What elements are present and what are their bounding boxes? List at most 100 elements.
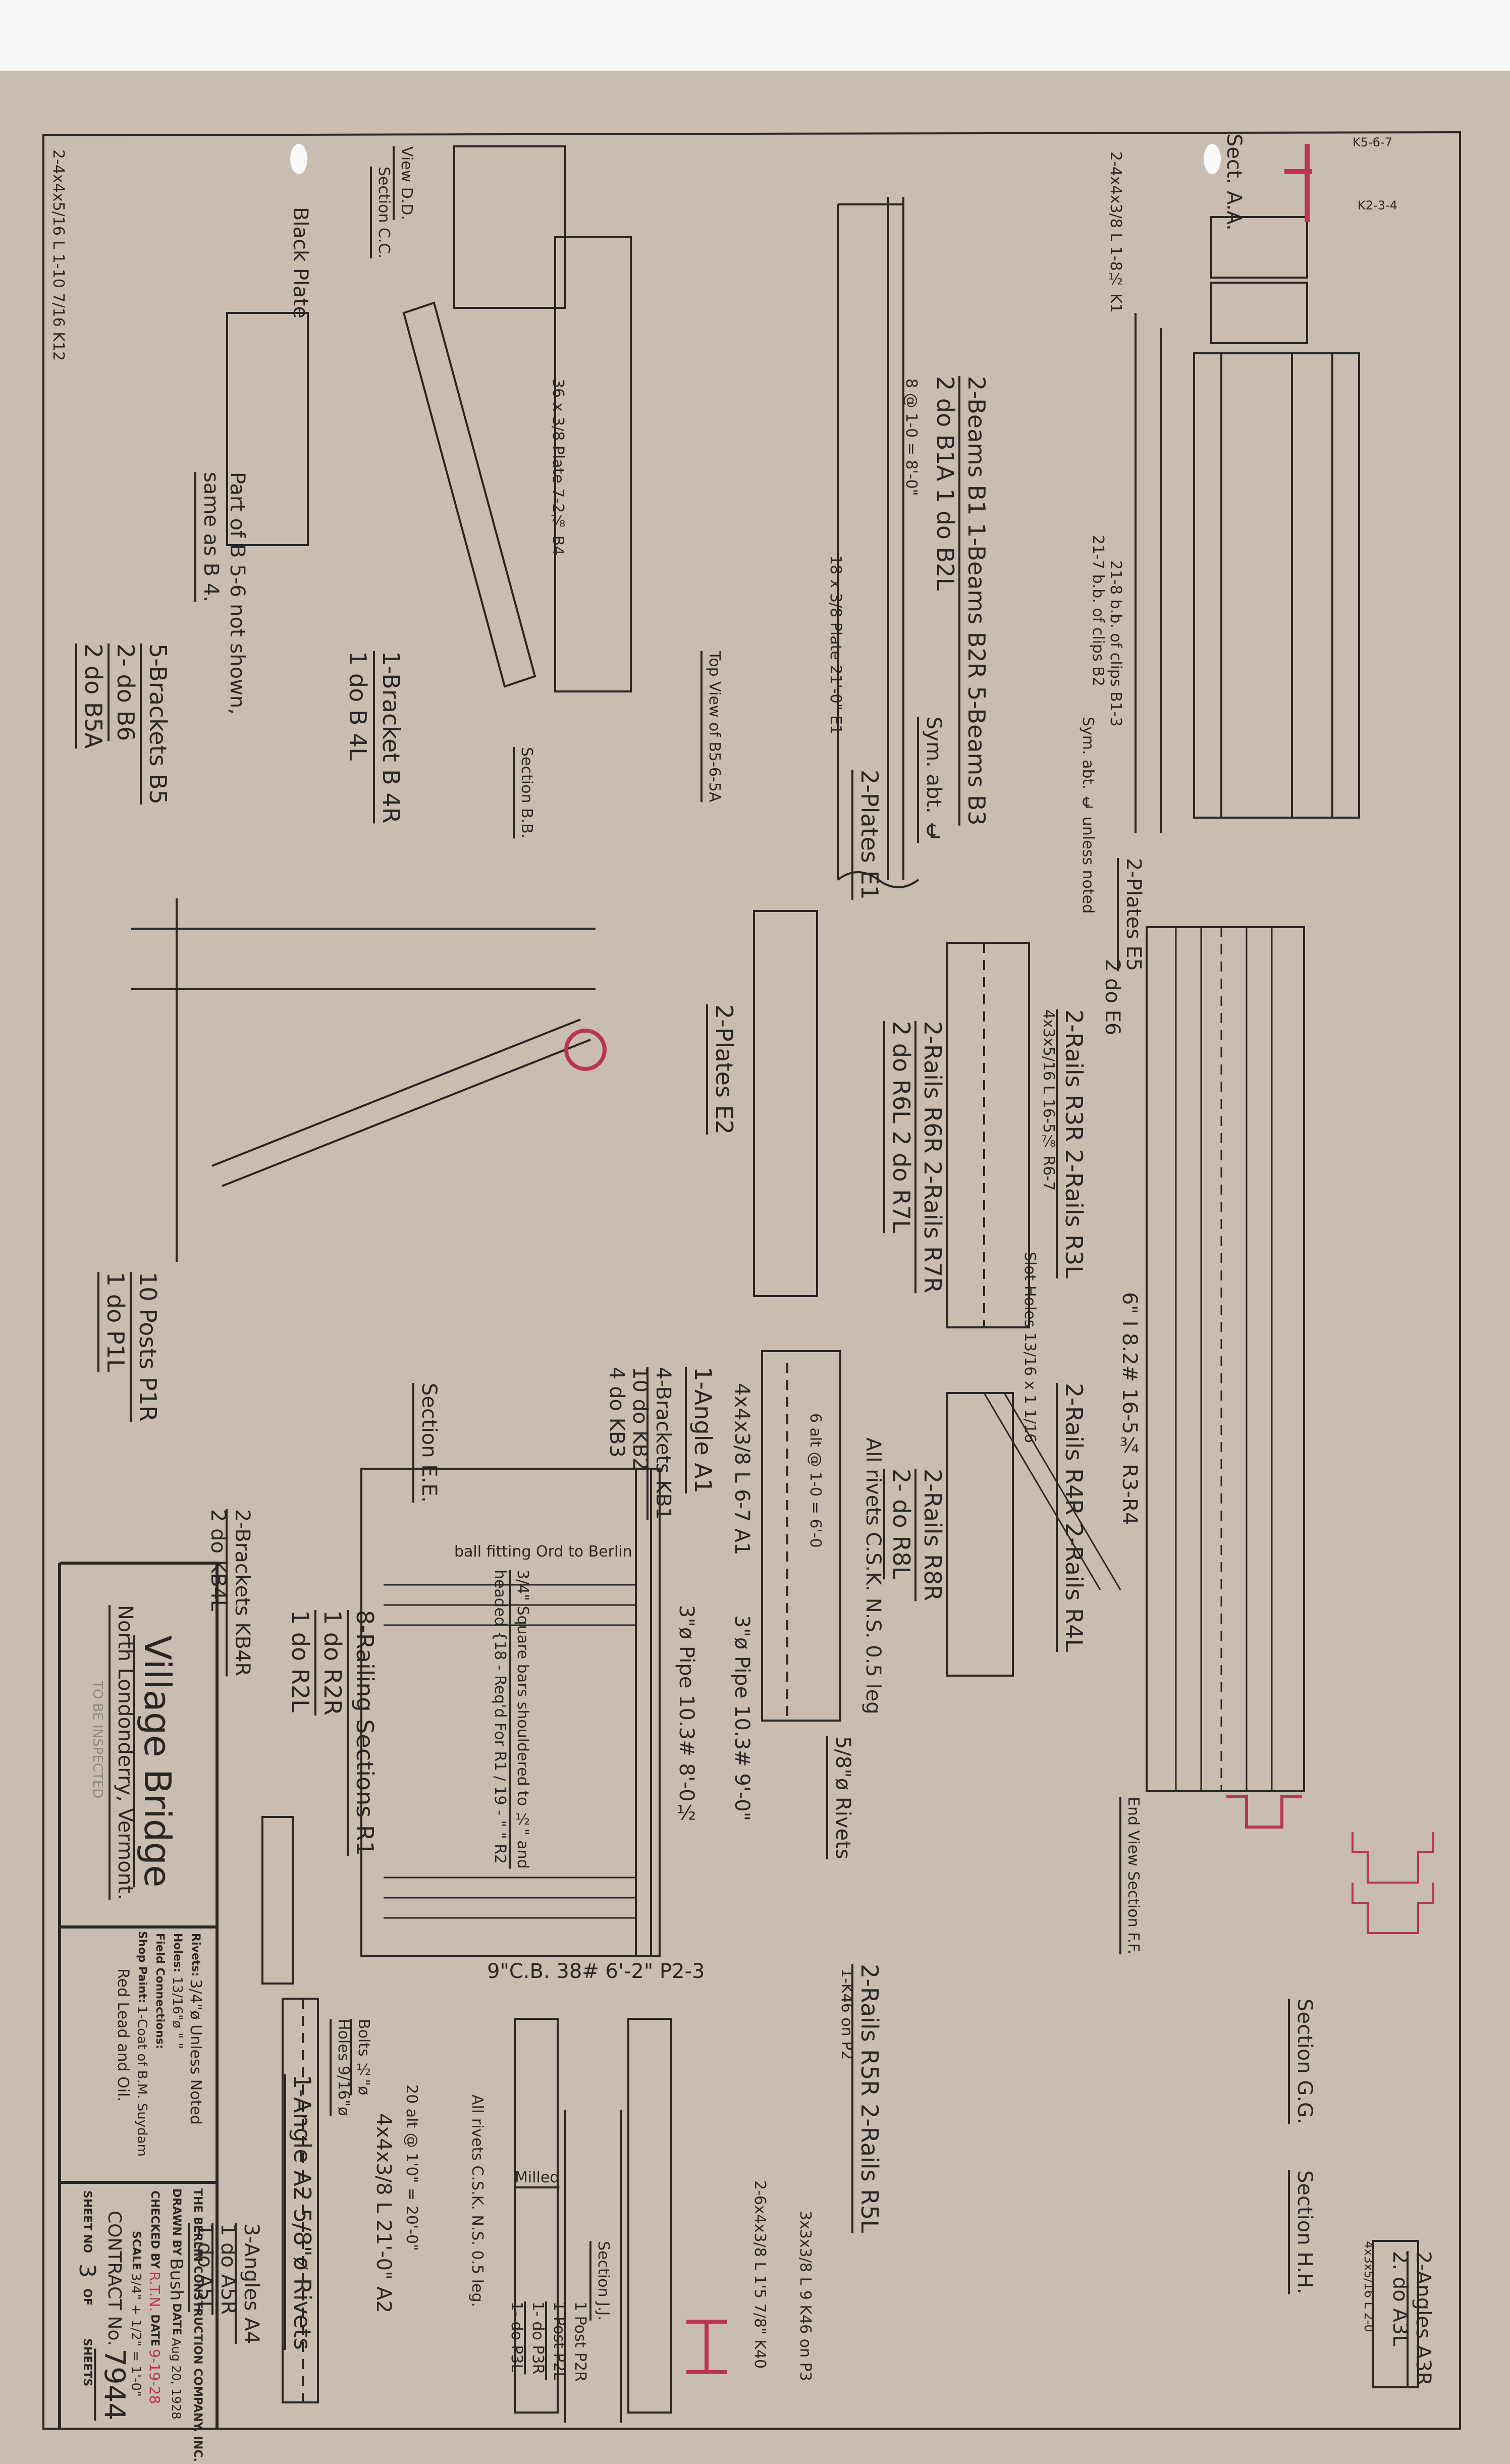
view-dd-label: View D.D. [398,146,415,221]
rail-r6-r7-drawing [946,942,1030,1328]
post-p1-drawing [131,898,607,1262]
plate-b4-spec: 36 x 3/8 Plate 7-2⅞ B4 [549,379,567,556]
beam-plan-drawing [1135,313,1360,833]
k12-spec: 2-4x4x5/16 L 1-10 7/16 K12 [49,149,67,361]
k2-label: K2-3-4 [1358,198,1397,212]
plates-e6-label: 2 do E6 [1101,959,1124,1036]
rail-r34-spec: 6" I 8.2# 16-5¾ R3-R4 [1118,1292,1141,1525]
angles-a4-label: 3-Angles A4 [240,2223,263,2344]
section-aa-label: Sect. A.A. [1222,134,1246,231]
part-b56-note: Part of B 5-6 not shown, [226,472,249,715]
posts-p1r-label: 10 Posts P1R [134,1272,161,1422]
sheet-row: SHEET NO 3 OF SHEETS [74,2190,100,2387]
shop-paint-note-2: Red Lead and Oil. [114,1968,132,2102]
holes-note-railing: Holes 9/16"ø [335,2019,352,2116]
bolts-note: Bolts ½"ø [355,2019,372,2096]
angles-a5r-label: 1 do A5R [217,2223,240,2315]
rail-r3-r4-drawing [1146,926,1305,1792]
title-block-divider [60,1925,217,2184]
plate-e1-drawing [837,197,920,888]
brackets-b5a-label: 2 do B5A [80,644,107,749]
railing-r2r-label: 1 do R2R [319,1610,346,1716]
shop-paint-note: Shop Paint: 1-Coat of B.M. Suydam [134,1931,149,2157]
brackets-b6-label: 2- do B6 [112,644,139,741]
project-title: Village Bridge [136,1635,179,1888]
part-b56-note-2: same as B 4. [199,472,223,603]
section-hh-drawing [1352,1883,1434,1934]
rails-r5-label: 2-Rails R5R 2-Rails R5L [856,1964,883,2233]
sym-unless-note: Sym. abt. ℄ unless noted [1079,717,1097,914]
rails-r8-label: 2-Rails R8R [919,1469,946,1601]
post-p3r-label: 1- do P3R [529,2301,547,2375]
pipe-bottom-spec: 3"ø Pipe 10.3# 8'-0½ [675,1605,698,1825]
section-cc-label: Section C.C. [375,167,393,258]
angle-a1-spec: 4x4x3/8 L 6-7 A1 [730,1383,753,1556]
plates-e5-label: 2-Plates E5 [1122,858,1145,972]
section-jj-label: Section J.J. [595,2241,612,2321]
punch-hole [1204,144,1221,174]
railing-r2l-label: 1 do R2L [287,1610,314,1712]
rails-r3-label: 2-Rails R3R 2-Rails R3L [1060,1009,1088,1278]
plates-e2-label: 2-Plates E2 [711,1004,738,1135]
beams-spacing: 8 @ 1-0 = 8'-0" [902,379,920,496]
angle-a3-drawing [1372,2240,1419,2388]
plate-e2-drawing [753,910,818,1297]
rail-r67-spec: 4x3x5/16 L 16-5⅞ R6-7 [1040,1009,1057,1191]
k40-spec: 2-6x4x3/8 L 1'5 7/8" K40 [751,2180,769,2369]
cb38-spec: 9"C.B. 38# 6'-2" P2-3 [487,1960,705,1983]
bracket-b5-drawing [226,145,566,546]
brackets-kb3-label: 4 do KB3 [605,1367,628,1458]
section-gg-label: Section G.G. [1293,1999,1316,2124]
rivets-note-2: All rivets C.S.K. N.S. 0.5 leg. [468,2095,486,2308]
ball-fitting-note: ball fitting Ord to Berlin [454,1543,632,1561]
clips-b2-note: 21-7 b.b. of clips B2 [1089,535,1107,686]
beams-label-2: 2 do B1A 1 do B2L [932,376,959,591]
milled-note: Milled [515,2169,560,2186]
angle-a1-drawing [761,1350,841,1722]
bracket-b4l-label: 1 do B 4L [344,651,371,761]
clips-b1-note: 21-8 b.b. of clips B1-3 [1107,560,1124,727]
angle-a2-spacing: 20 alt @ 1'0" = 20'-0" [403,2084,420,2251]
end-view-drawing [1226,1795,1302,1829]
contract-row: CONTRACT No. 7944 [98,2211,131,2421]
section-jj-drawing [686,2320,727,2374]
rails-r6l-label: 2 do R6L 2 do R7L [888,1021,915,1234]
rivets-note: Rivets: 3/4"ø Unless Noted [187,1933,204,2125]
section-aa-drawing [1284,144,1312,222]
a3-spec: 4x3x5/16 L 2-0 [1362,2241,1376,2332]
post-p2l-label: 1-Post P2L [550,2301,568,2381]
rails-r8l-label: 2- do R8L [888,1469,915,1580]
company-name: THE BERLIN CONSTRUCTION COMPANY, INC. [191,2188,204,2462]
railing-section-drawing [360,1468,661,1957]
angles-a3r-label: 2-Angles A3R [1412,2251,1435,2386]
angle-a1-label: 1-Angle A1 [689,1367,717,1494]
brackets-kb2-label: 10 do KB2 [628,1367,652,1471]
section-ee-label: Section E.E. [417,1383,441,1503]
rivets-58-note: 5/8"ø Rivets [831,1736,854,1859]
angles-a3l-label: 2. do A3L [1388,2251,1412,2346]
pipe-top-spec: 3"ø Pipe 10.3# 9'-0" [730,1615,753,1822]
checked-by-row: CHECKED BY R.T.N. DATE 9-19-28 [146,2190,163,2404]
rivets-note-1: All rivets C.S.K. N.S. 0.5 leg [861,1437,885,1715]
kb4l-label: 2 do KB4L [206,1509,230,1612]
slot-holes-note: Slot Holes 13/16 x 1 1/16 [1021,1252,1039,1443]
end-view-label: End View Section F.F. [1124,1797,1142,1955]
post-p2r-label: 1 Post P2R [571,2301,589,2382]
project-location: North Londonderry, Vermont. [114,1605,137,1900]
holes-note: Holes: 13/16"ø " " [170,1933,185,2049]
posts-p1l-label: 1 do P1L [102,1272,129,1372]
brackets-kb1-label: 4-Brackets KB1 [652,1367,675,1520]
post-p3l-label: 1- do P3L [508,2301,525,2373]
k46-p3-spec: 3x3x3/8 L 9 K46 on P3 [796,2211,814,2381]
plate-e1-spec: 18 x 3/8 Plate 21'-0" E1 [827,555,844,735]
angle-a1-spacing: 6 alt @ 1-0 = 6'-0 [806,1413,824,1548]
angles-a5l-label: 1 do A5L [193,2223,217,2312]
punch-hole [290,144,307,174]
k1-spec: 2-4x4x3/8 L 1-8½ K1 [1107,151,1124,313]
field-connections-label: Field Connections: [153,1933,166,2049]
inspection-stamp: TO BE INSPECTED [90,1681,105,1799]
drawn-by-row: DRAWN BY Bush DATE Aug 20, 1928 [166,2188,186,2420]
bracket-b4r-label: 1-Bracket B 4R [378,651,405,824]
sym-note: Sym. abt. ℄ [922,717,945,843]
